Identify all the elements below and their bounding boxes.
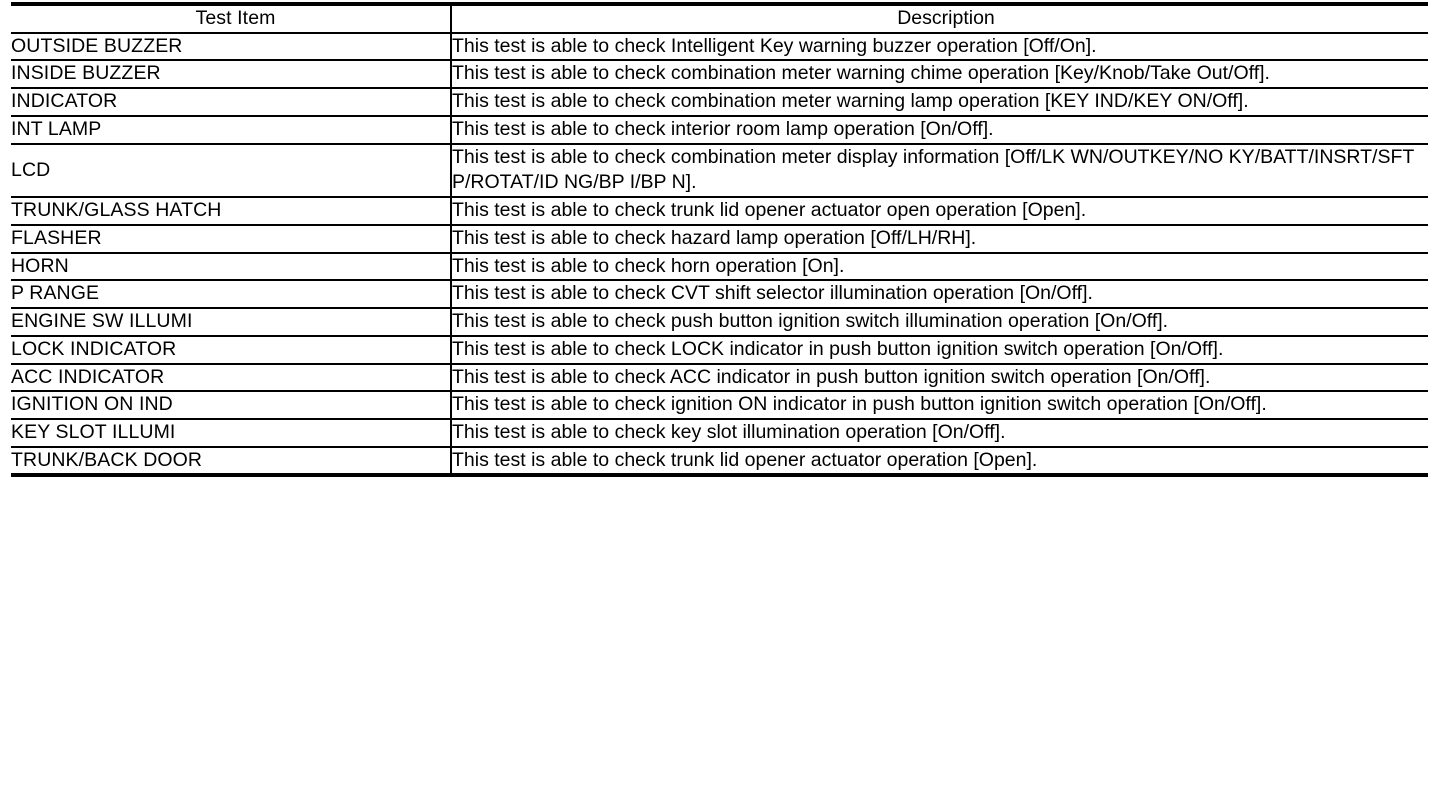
cell-test-item: TRUNK/BACK DOOR [11,446,452,476]
cell-test-item: ENGINE SW ILLUMI [11,308,452,337]
table-header: Test Item Description [11,4,1428,34]
cell-test-item: KEY SLOT ILLUMI [11,419,452,448]
cell-test-item: ACC INDICATOR [11,363,452,393]
cell-description: This test is able to check key slot illu… [451,419,1428,448]
cell-description: This test is able to check combination m… [451,143,1428,199]
cell-description: This test is able to check trunk lid ope… [451,197,1428,226]
cell-description: This test is able to check horn operatio… [451,252,1428,282]
cell-test-item: INT LAMP [11,115,452,145]
cell-test-item: LCD [11,143,452,199]
cell-test-item: TRUNK/GLASS HATCH [11,197,452,226]
cell-test-item: INDICATOR [11,88,452,117]
cell-test-item: IGNITION ON IND [11,391,452,421]
cell-description: This test is able to check combination m… [451,88,1428,117]
table-header-row: Test Item Description [11,4,1428,34]
column-header-description: Description [451,4,1428,34]
cell-description: This test is able to check CVT shift sel… [451,280,1428,310]
cell-description: This test is able to check trunk lid ope… [452,448,1038,471]
cell-test-item: FLASHER [11,224,452,254]
cell-description: This test is able to check ignition ON i… [451,391,1428,421]
cell-description: This test is able to check ACC indicator… [451,363,1428,393]
cell-test-item: OUTSIDE BUZZER [11,32,452,62]
cell-description: This test is able to check interior room… [451,115,1428,145]
column-header-test-item: Test Item [11,4,452,34]
cell-description: This test is able to check hazard lamp o… [451,224,1428,254]
cell-test-item: HORN [11,252,452,282]
cell-description: This test is able to check push button i… [451,308,1428,337]
cell-test-item: INSIDE BUZZER [11,60,452,90]
cell-description: This test is able to check combination m… [451,60,1428,90]
cell-description: This test is able to check LOCK indicato… [451,335,1428,365]
cell-test-item: P RANGE [11,280,452,310]
cell-description: This test is able to check Intelligent K… [451,32,1428,62]
cell-test-item: LOCK INDICATOR [11,335,452,365]
